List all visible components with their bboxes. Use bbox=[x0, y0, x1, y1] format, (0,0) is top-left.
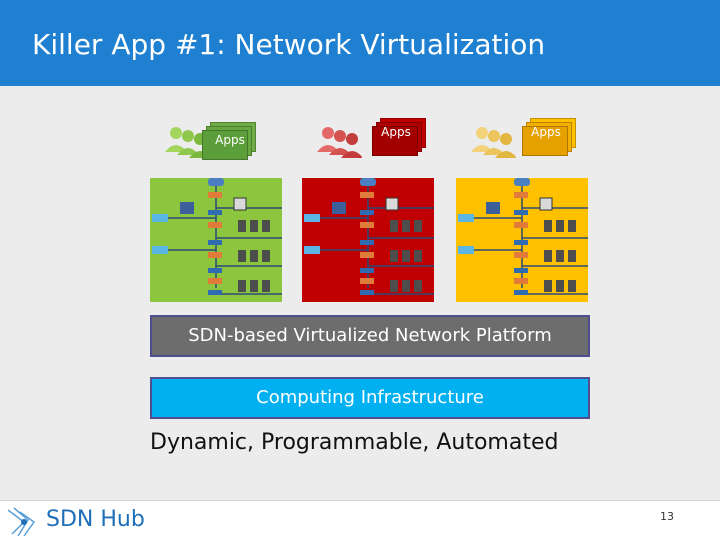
slide-title: Killer App #1: Network Virtualization bbox=[32, 28, 546, 61]
server-icon bbox=[458, 214, 474, 222]
tenant-yellow: Apps bbox=[456, 116, 596, 306]
users-icon bbox=[317, 127, 362, 158]
page-number: 13 bbox=[660, 510, 674, 523]
router-icon bbox=[514, 178, 530, 186]
server-icon bbox=[304, 214, 320, 222]
router-icon bbox=[360, 178, 376, 186]
platform-layer: SDN-based Virtualized Network Platform bbox=[150, 315, 590, 357]
network-diagram bbox=[456, 178, 588, 302]
users-icon bbox=[471, 127, 516, 158]
switch-icon bbox=[180, 202, 194, 214]
apps-icon bbox=[202, 122, 256, 160]
tagline: Dynamic, Programmable, Automated bbox=[150, 430, 559, 455]
router-icon bbox=[208, 178, 224, 186]
tenant-green: Apps bbox=[150, 116, 290, 306]
network-diagram bbox=[150, 178, 282, 302]
apps-label: Apps bbox=[381, 125, 411, 139]
server-icon bbox=[152, 214, 168, 222]
sdn-hub-logo-icon bbox=[7, 507, 36, 537]
apps-label: Apps bbox=[531, 125, 561, 139]
firewall-icon bbox=[233, 197, 247, 211]
apps-icon bbox=[372, 118, 426, 156]
apps-icon bbox=[522, 118, 576, 156]
infrastructure-layer: Computing Infrastructure bbox=[150, 377, 590, 419]
network-diagram bbox=[302, 178, 434, 302]
tenant-red: Apps bbox=[302, 116, 442, 306]
switch-icon bbox=[486, 202, 500, 214]
title-bar: Killer App #1: Network Virtualization bbox=[0, 0, 720, 86]
apps-label: Apps bbox=[215, 133, 245, 147]
logo-text: SDN Hub bbox=[46, 507, 145, 532]
firewall-icon bbox=[539, 197, 553, 211]
footer bbox=[0, 500, 720, 541]
switch-icon bbox=[332, 202, 346, 214]
firewall-icon bbox=[385, 197, 399, 211]
